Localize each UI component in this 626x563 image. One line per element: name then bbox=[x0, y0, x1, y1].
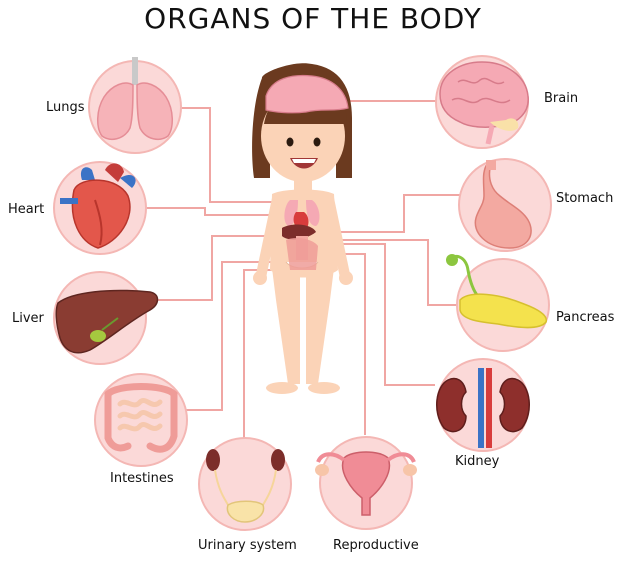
pancreas-icon bbox=[446, 254, 548, 329]
urinary-icon bbox=[206, 449, 285, 523]
label-brain: Brain bbox=[544, 91, 579, 106]
connector-liver bbox=[130, 235, 292, 301]
liver-icon bbox=[55, 289, 159, 354]
connector-pancreas bbox=[318, 239, 457, 306]
label-reproductive: Reproductive bbox=[333, 538, 419, 553]
connector-kidney bbox=[316, 243, 435, 386]
label-lungs: Lungs bbox=[46, 100, 85, 115]
urinary-circle bbox=[198, 437, 292, 531]
label-pancreas: Pancreas bbox=[556, 310, 615, 325]
connector-stomach bbox=[316, 194, 460, 233]
connector-lungs bbox=[178, 107, 290, 203]
label-urinary-system: Urinary system bbox=[198, 538, 297, 553]
child-figure bbox=[252, 63, 353, 394]
reproductive-icon bbox=[315, 451, 417, 516]
label-intestines: Intestines bbox=[110, 471, 174, 486]
label-liver: Liver bbox=[12, 311, 44, 326]
lungs-icon bbox=[97, 57, 173, 141]
intestines-icon bbox=[104, 383, 178, 453]
brain-icon bbox=[439, 61, 529, 145]
kidney-icon bbox=[436, 368, 530, 448]
diagram-title: ORGANS OF THE BODY bbox=[144, 2, 482, 35]
label-heart: Heart bbox=[8, 202, 45, 217]
label-kidney: Kidney bbox=[455, 454, 500, 469]
intestines-circle bbox=[94, 373, 188, 467]
stomach-icon bbox=[474, 160, 532, 249]
connector-heart bbox=[145, 207, 290, 216]
label-stomach: Stomach bbox=[556, 191, 614, 206]
heart-icon bbox=[60, 163, 136, 249]
